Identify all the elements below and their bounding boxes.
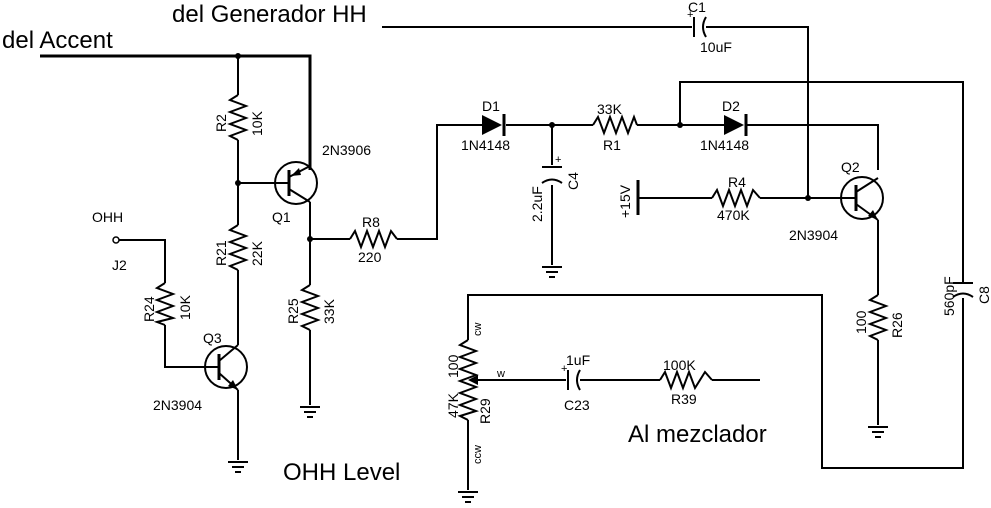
r8-value: 220 — [358, 249, 382, 265]
r21-value: 22K — [249, 240, 265, 266]
ground-q3 — [227, 461, 249, 473]
q1-ref: Q1 — [272, 209, 291, 225]
svg-text:+: + — [555, 154, 561, 166]
resistor-r8 — [349, 228, 398, 250]
c4-ref: C4 — [565, 172, 581, 190]
d1-value: 1N4148 — [461, 137, 510, 153]
c23-value: 1uF — [566, 352, 590, 368]
c1-ref: C1 — [688, 0, 706, 15]
output-mixer-label: Al mezclador — [628, 421, 767, 448]
svg-text:+: + — [687, 9, 693, 21]
r26-value: 100 — [853, 310, 869, 334]
r24-value: 10K — [177, 294, 193, 320]
capacitor-c8 — [952, 282, 974, 298]
q3-ref: Q3 — [203, 330, 222, 346]
capacitor-c4: + — [541, 154, 563, 184]
r2-value: 10K — [249, 110, 265, 136]
r39-ref: R39 — [671, 391, 697, 407]
q3-value: 2N3904 — [153, 397, 202, 413]
input-accent-label: del Accent — [2, 27, 113, 54]
c8-ref: C8 — [976, 286, 991, 304]
r39-value: 100K — [663, 357, 696, 373]
resistor-r25 — [299, 284, 321, 331]
diode-d2 — [724, 114, 748, 136]
r25-ref: R25 — [285, 298, 301, 324]
resistor-r4 — [711, 187, 761, 209]
r26-ref: R26 — [889, 312, 905, 338]
r8-ref: R8 — [362, 214, 380, 230]
transistor-q2 — [840, 176, 884, 221]
r29-ref: R29 — [477, 398, 493, 424]
r4-ref: R4 — [728, 174, 746, 190]
resistor-r2 — [227, 94, 249, 141]
d2-value: 1N4148 — [700, 137, 749, 153]
r29-value2: 100 — [445, 354, 461, 378]
circuit-title: OHH Level — [283, 459, 400, 486]
capacitor-c1: + — [687, 9, 707, 38]
connector-name: OHH — [92, 209, 123, 225]
resistor-r21 — [227, 224, 249, 271]
d1-ref: D1 — [482, 98, 500, 114]
c8-value: 560pF — [941, 276, 957, 316]
q2-ref: Q2 — [841, 159, 860, 175]
diode-d1 — [482, 114, 506, 136]
r29-pin-wiper: w — [496, 368, 505, 380]
ground-r25 — [299, 406, 321, 418]
input-hh-label: del Generador HH — [172, 1, 367, 28]
r1-ref: R1 — [603, 137, 621, 153]
connector-ref: J2 — [112, 257, 127, 273]
capacitor-c23: + — [561, 363, 581, 391]
svg-text:+: + — [561, 363, 567, 375]
resistor-r1 — [592, 114, 638, 136]
connector-j2 — [112, 236, 120, 244]
ground-r29 — [457, 491, 479, 503]
q1-value: 2N3906 — [322, 142, 371, 158]
r24-ref: R24 — [141, 296, 157, 322]
c4-value: 2.2uF — [529, 186, 545, 222]
c1-value: 10uF — [700, 39, 732, 55]
r29-pin-top: cw — [472, 323, 484, 337]
r1-value: 33K — [597, 101, 623, 117]
potentiometer-r29 — [457, 339, 480, 421]
c23-ref: C23 — [564, 397, 590, 413]
r4-value: 470K — [717, 207, 750, 223]
r25-value: 33K — [321, 298, 337, 324]
wires — [40, 26, 964, 490]
transistor-q3 — [204, 344, 248, 391]
r29-value: 47K — [445, 392, 461, 418]
r21-ref: R21 — [213, 240, 229, 266]
r29-pin-bottom: ccw — [472, 445, 484, 464]
ground-r26 — [867, 426, 889, 438]
resistor-r24 — [153, 282, 177, 326]
junctions — [235, 53, 811, 242]
supply-label: +15V — [617, 184, 633, 218]
transistor-q1 — [274, 161, 318, 205]
ground-c4 — [541, 266, 563, 278]
resistor-r39 — [659, 369, 713, 391]
r2-ref: R2 — [213, 114, 229, 132]
resistor-r26 — [867, 294, 889, 341]
d2-ref: D2 — [722, 98, 740, 114]
q2-value: 2N3904 — [789, 227, 838, 243]
